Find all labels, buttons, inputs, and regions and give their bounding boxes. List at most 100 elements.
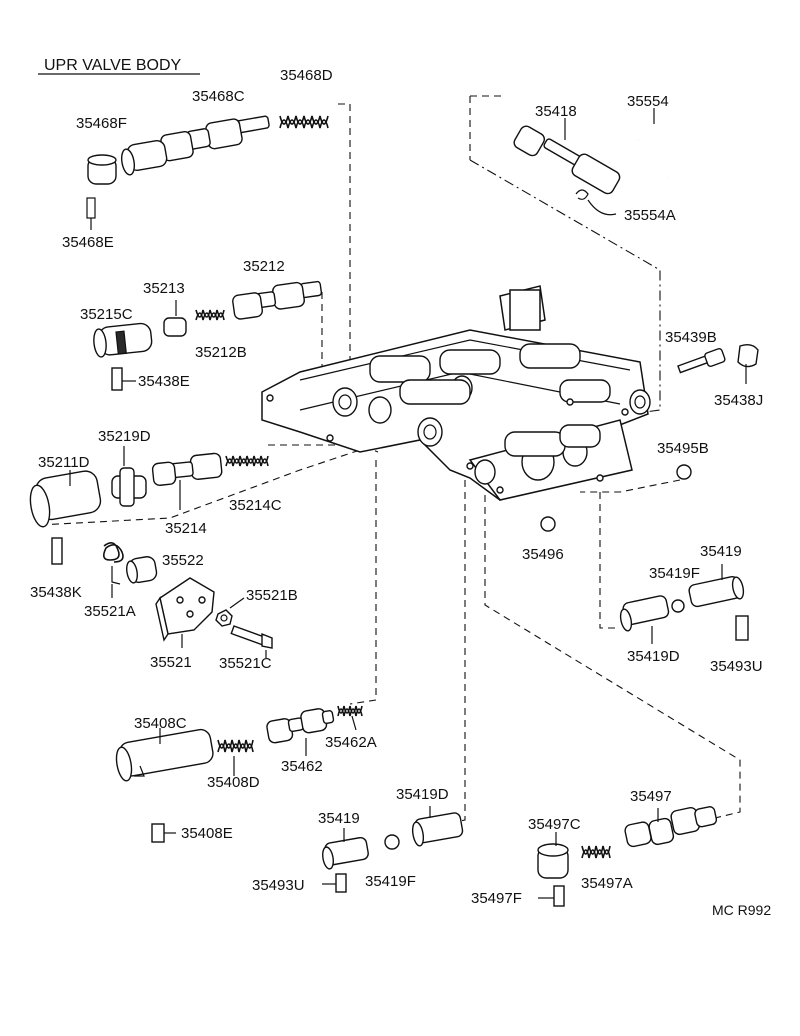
- label-35554: 35554: [627, 93, 669, 110]
- drawing-code: MC R992: [712, 902, 771, 918]
- alignment-lines: [39, 95, 741, 823]
- label-35215C: 35215C: [80, 306, 133, 323]
- spring-35214C: [225, 455, 269, 467]
- clip-35493U-bottom: [335, 873, 347, 893]
- label-35522: 35522: [162, 552, 204, 569]
- label-35493U-bottom: 35493U: [252, 877, 305, 894]
- clip-35438E: [111, 367, 123, 391]
- clip-35497F: [553, 885, 565, 907]
- sleeve-35408C: [115, 728, 214, 782]
- label-35419D-right: 35419D: [627, 648, 680, 665]
- part-group-35497: [537, 806, 718, 907]
- label-35521C: 35521C: [219, 655, 272, 672]
- label-35462: 35462: [281, 758, 323, 775]
- clip-35468E: [86, 197, 96, 219]
- part-labels: 35468D 35468C 35468F 35468E 35213 35212 …: [30, 67, 763, 907]
- label-35438J: 35438J: [714, 392, 763, 409]
- part-group-35408: [115, 705, 363, 843]
- label-35468F: 35468F: [76, 115, 127, 132]
- label-35213: 35213: [143, 280, 185, 297]
- label-35408E: 35408E: [181, 825, 233, 842]
- label-35438K: 35438K: [30, 584, 82, 601]
- roller-35522: [126, 556, 158, 584]
- valve-35213: [163, 300, 187, 337]
- label-35521A: 35521A: [84, 603, 136, 620]
- plug-35497C: [537, 832, 569, 879]
- part-group-35439B: [677, 343, 759, 384]
- label-35554A: 35554A: [624, 207, 676, 224]
- spring-35521A: [102, 542, 124, 598]
- spring-35468D: [279, 115, 329, 129]
- label-35468D: 35468D: [280, 67, 333, 84]
- label-35521: 35521: [150, 654, 192, 671]
- clip-35438J: [737, 343, 759, 384]
- label-35462A: 35462A: [325, 734, 377, 751]
- label-35219D: 35219D: [98, 428, 151, 445]
- label-35497A: 35497A: [581, 875, 633, 892]
- label-35439B: 35439B: [665, 329, 717, 346]
- spool-35462: [266, 708, 335, 756]
- label-35408D: 35408D: [207, 774, 260, 791]
- part-group-35419-right: [619, 564, 749, 644]
- clip-35554A: [575, 189, 617, 216]
- part-group-35212: [93, 280, 323, 391]
- ball-35496: [540, 516, 556, 532]
- spool-35214: [151, 452, 223, 510]
- sleeve-35211D: [29, 470, 102, 528]
- plug-35468F: [87, 154, 117, 185]
- label-35521B: 35521B: [246, 587, 298, 604]
- label-35497: 35497: [630, 788, 672, 805]
- label-35468C: 35468C: [192, 88, 245, 105]
- cam-35521: [155, 577, 215, 648]
- diagram-title: UPR VALVE BODY: [44, 57, 182, 74]
- sleeve-35419D-right: [619, 595, 670, 644]
- label-35419F-bottom: 35419F: [365, 873, 416, 890]
- pin-35554: [636, 108, 694, 180]
- part-group-35468: [86, 115, 329, 230]
- spring-35212B: [195, 309, 225, 321]
- ball-35419F-right: [671, 599, 685, 613]
- label-35438E: 35438E: [138, 373, 190, 390]
- label-35468E: 35468E: [62, 234, 114, 251]
- spring-35497A: [581, 845, 611, 859]
- spring-35408D: [217, 739, 254, 776]
- part-group-35418: [513, 108, 694, 216]
- washer-35521B: [215, 597, 245, 627]
- spool-35497: [624, 806, 718, 848]
- sleeve-35215C: [93, 322, 153, 358]
- spool-35212: [232, 280, 323, 320]
- label-35211D: 35211D: [38, 454, 90, 471]
- label-35214: 35214: [165, 520, 207, 537]
- ball-35419F-bottom: [384, 834, 400, 850]
- upper-valve-body: [261, 285, 651, 501]
- plug-35419-right: [688, 564, 745, 608]
- spring-35462A: [337, 705, 363, 731]
- label-35214C: 35214C: [229, 497, 282, 514]
- label-35419-bottom: 35419: [318, 810, 360, 827]
- clip-35438K: [51, 537, 63, 565]
- valve-35418: [513, 118, 621, 195]
- label-35212B: 35212B: [195, 344, 247, 361]
- plug-35419-bottom: [322, 828, 369, 870]
- label-35419F-right: 35419F: [649, 565, 700, 582]
- bolt-35521C: [230, 625, 273, 658]
- label-35497C: 35497C: [528, 816, 581, 833]
- bolt-35439B: [677, 347, 726, 374]
- part-group-35521: [102, 542, 273, 658]
- label-35495B: 35495B: [657, 440, 709, 457]
- label-35493U-right: 35493U: [710, 658, 763, 675]
- clip-35408E: [151, 823, 176, 843]
- spool-35468C: [120, 115, 270, 176]
- label-35212: 35212: [243, 258, 285, 275]
- label-35408C: 35408C: [134, 715, 187, 732]
- ball-35495B: [676, 464, 692, 480]
- part-group-35214: [29, 446, 269, 565]
- sleeve-35419D-bottom: [411, 806, 464, 847]
- label-35419D-bottom: 35419D: [396, 786, 449, 803]
- label-35418: 35418: [535, 103, 577, 120]
- valve-35219D: [111, 446, 147, 507]
- label-35419-right: 35419: [700, 543, 742, 560]
- label-35497F: 35497F: [471, 890, 522, 907]
